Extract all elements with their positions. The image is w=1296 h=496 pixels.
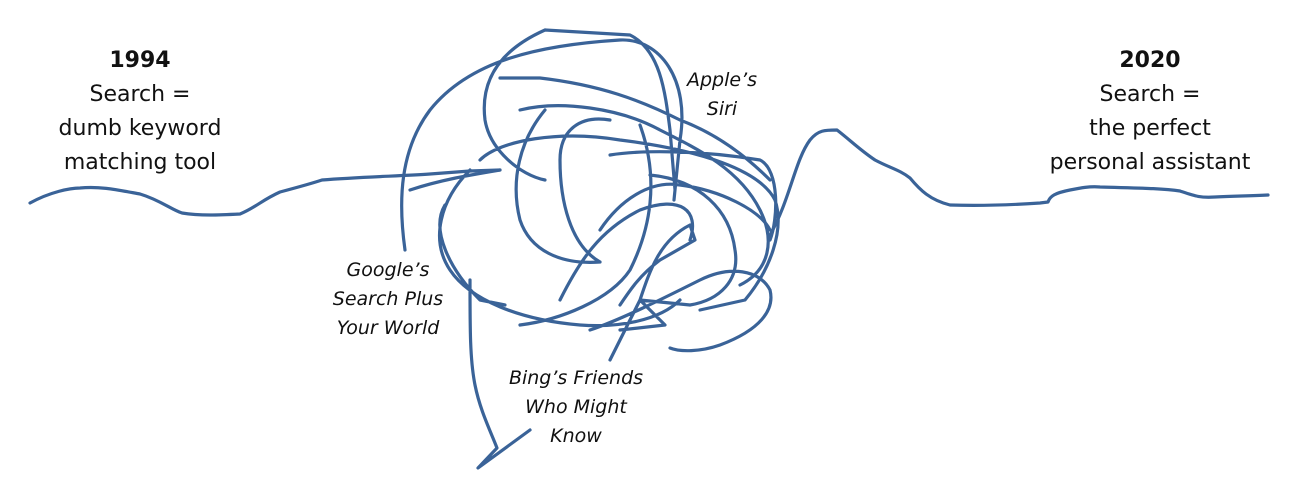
start-line-3: matching tool: [63, 150, 217, 175]
end-label: 2020 Search = the perfect personal assis…: [1030, 44, 1270, 180]
start-label: 1994 Search = dumb keyword matching tool: [40, 44, 240, 180]
siri-line-2: Siri: [706, 98, 738, 120]
end-line-2: the perfect: [1089, 116, 1211, 141]
siri-annotation: Apple’s Siri: [672, 66, 772, 124]
end-line-3: personal assistant: [1049, 150, 1251, 175]
end-year: 2020: [1119, 48, 1181, 73]
end-line-1: Search =: [1099, 82, 1201, 107]
google-line-3: Your World: [336, 317, 440, 339]
bing-line-1: Bing’s Friends: [508, 367, 644, 389]
scribble-tangle: [400, 28, 780, 470]
timeline-line-right: [768, 128, 1270, 237]
timeline-line-left: [28, 168, 502, 217]
google-line-2: Search Plus: [332, 288, 444, 310]
start-year: 1994: [109, 48, 171, 73]
google-annotation: Google’s Search Plus Your World: [318, 256, 458, 343]
bing-annotation: Bing’s Friends Who Might Know: [496, 364, 656, 451]
start-line-1: Search =: [89, 82, 191, 107]
bing-line-2: Who Might: [525, 396, 627, 418]
google-line-1: Google’s: [346, 259, 430, 281]
start-line-2: dumb keyword: [58, 116, 222, 141]
siri-line-1: Apple’s: [686, 69, 758, 91]
bing-line-3: Know: [550, 425, 602, 447]
